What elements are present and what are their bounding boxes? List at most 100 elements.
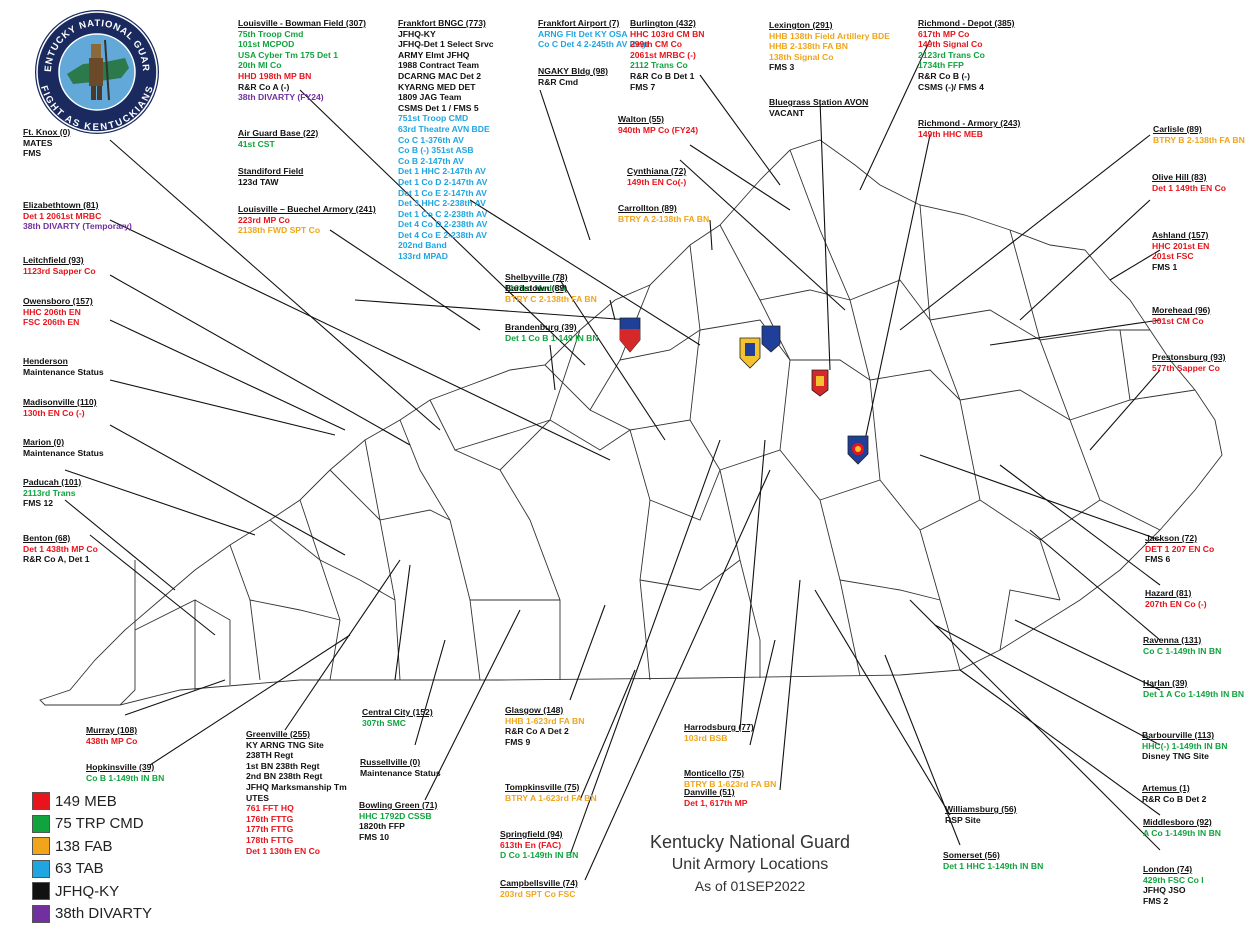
legend-swatch (32, 882, 50, 900)
legend-label: JFHQ-KY (55, 883, 119, 900)
unit-name: 149th HHC MEB (918, 129, 1020, 140)
armory-name: Frankfort BNGC (773) (398, 18, 494, 29)
armory-name: Harrodsburg (77) (684, 722, 754, 733)
armory-label: Walton (55)940th MP Co (FY24) (618, 114, 698, 135)
unit-name: Co C 1-376th AV (398, 135, 494, 146)
unit-name: 617th MP Co (918, 29, 1014, 40)
unit-name: FMS 2 (1143, 896, 1204, 907)
unit-name: FMS 9 (505, 737, 584, 748)
unit-name: HHC 1792D CSSB (359, 811, 437, 822)
unit-name: 1123rd Sapper Co (23, 266, 96, 277)
unit-name: Det 1 Co B 1-149 IN BN (505, 333, 599, 344)
unit-name: R&R Cmd (538, 77, 608, 88)
unit-name: USA Cyber Tm 175 Det 1 (238, 50, 366, 61)
legend-item: 75 TRP CMD (32, 813, 152, 836)
unit-name: 299th CM Co (630, 39, 705, 50)
legend-swatch (32, 815, 50, 833)
unit-name: HHC 201st EN (1152, 241, 1209, 252)
armory-label: Ravenna (131)Co C 1-149th IN BN (1143, 635, 1221, 656)
legend-swatch (32, 837, 50, 855)
unit-name: 176th FTTG (246, 814, 347, 825)
armory-name: Paducah (101) (23, 477, 81, 488)
unit-name: Co B (-) 351st ASB (398, 145, 494, 156)
unit-name: FMS 6 (1145, 554, 1214, 565)
armory-label: Central City (152)307th SMC (362, 707, 433, 728)
armory-name: Lexington (291) (769, 20, 890, 31)
insignia-marker-frankfort-icon (740, 326, 780, 368)
legend-label: 63 TAB (55, 860, 104, 877)
unit-name: 103rd BSB (684, 733, 754, 744)
unit-name: Maintenance Status (23, 448, 104, 459)
unit-name: Det 1 A Co 1-149th IN BN (1143, 689, 1244, 700)
county-boundaries (40, 140, 1222, 705)
unit-name: DET 1 207 EN Co (1145, 544, 1214, 555)
armory-label: Lexington (291)HHB 138th Field Artillery… (769, 20, 890, 73)
callout-lines (65, 40, 1160, 880)
armory-name: Ashland (157) (1152, 230, 1209, 241)
unit-name: 1734th FFP (918, 60, 1014, 71)
unit-name: FMS 3 (769, 62, 890, 73)
unit-name: A Co 1-149th IN BN (1143, 828, 1221, 839)
unit-name: Det 1 Co C 2-238th AV (398, 209, 494, 220)
unit-name: HHD 198th MP BN (238, 71, 366, 82)
armory-name: Bluegrass Station AVON (769, 97, 868, 108)
unit-name: KY ARNG TNG Site (246, 740, 347, 751)
legend-item: 38th DIVARTY (32, 903, 152, 925)
unit-name: Det 4 Co D 2-238th AV (398, 219, 494, 230)
armory-name: Greenville (255) (246, 729, 347, 740)
armory-label: Morehead (96)301st CM Co (1152, 305, 1210, 326)
insignia-marker-lexington-icon (812, 370, 828, 396)
armory-name: Hopkinsville (39) (86, 762, 164, 773)
legend-label: 149 MEB (55, 793, 117, 810)
unit-name: Maintenance Status (23, 367, 104, 378)
unit-name: 201st FSC (1152, 251, 1209, 262)
armory-name: Richmond - Depot (385) (918, 18, 1014, 29)
armory-name: Bardstown (89) (505, 283, 597, 294)
unit-name: FMS 7 (630, 82, 705, 93)
unit-name: 238TH Regt (246, 750, 347, 761)
armory-label: Tompkinsville (75)BTRY A 1-623rd FA BN (505, 782, 597, 803)
armory-name: Carlisle (89) (1153, 124, 1245, 135)
unit-name: 2061st MRBC (-) (630, 50, 705, 61)
legend-label: 38th DIVARTY (55, 905, 152, 922)
unit-name: 223rd MP Co (238, 215, 376, 226)
unit-name: Maintenance Status (360, 768, 441, 779)
unit-name: 177th FTTG (246, 824, 347, 835)
unit-name: HHB 1-623rd FA BN (505, 716, 584, 727)
armory-name: Williamsburg (56) (945, 804, 1017, 815)
armory-name: Jackson (72) (1145, 533, 1214, 544)
unit-name: R&R Co A Det 2 (505, 726, 584, 737)
armory-label: Harlan (39)Det 1 A Co 1-149th IN BN (1143, 678, 1244, 699)
map-date: As of 01SEP2022 (610, 876, 890, 896)
unit-name: HHB 138th Field Artillery BDE (769, 31, 890, 42)
armory-name: Murray (108) (86, 725, 137, 736)
unit-name: 20th MI Co (238, 60, 366, 71)
insignia-marker-shelbyville-icon (620, 318, 640, 352)
armory-label: Artemus (1)R&R Co B Det 2 (1142, 783, 1206, 804)
armory-name: Cynthiana (72) (627, 166, 686, 177)
unit-name: RSP Site (945, 815, 1017, 826)
armory-label: Hopkinsville (39)Co B 1-149th IN BN (86, 762, 164, 783)
unit-name: Det 1 2061st MRBC (23, 211, 132, 222)
unit-name: 2123rd Trans Co (918, 50, 1014, 61)
unit-name: Det 3 HHC 2-238th AV (398, 198, 494, 209)
unit-name: FMS (23, 148, 70, 159)
unit-name: CSMS (-)/ FMS 4 (918, 82, 1014, 93)
unit-name: Det 1 HHC 1-149th IN BN (943, 861, 1043, 872)
unit-name: DCARNG MAC Det 2 (398, 71, 494, 82)
armory-label: Louisville – Buechel Armory (241)223rd M… (238, 204, 376, 236)
unit-name: 203rd SPT Co FSC (500, 889, 578, 900)
armory-label: Madisonville (110)130th EN Co (-) (23, 397, 97, 418)
armory-name: Hazard (81) (1145, 588, 1207, 599)
unit-name: 130th EN Co (-) (23, 408, 97, 419)
armory-label: Russellville (0)Maintenance Status (360, 757, 441, 778)
unit-name: R&R Co B (-) (918, 71, 1014, 82)
map-title-block: Kentucky National Guard Unit Armory Loca… (610, 830, 890, 896)
